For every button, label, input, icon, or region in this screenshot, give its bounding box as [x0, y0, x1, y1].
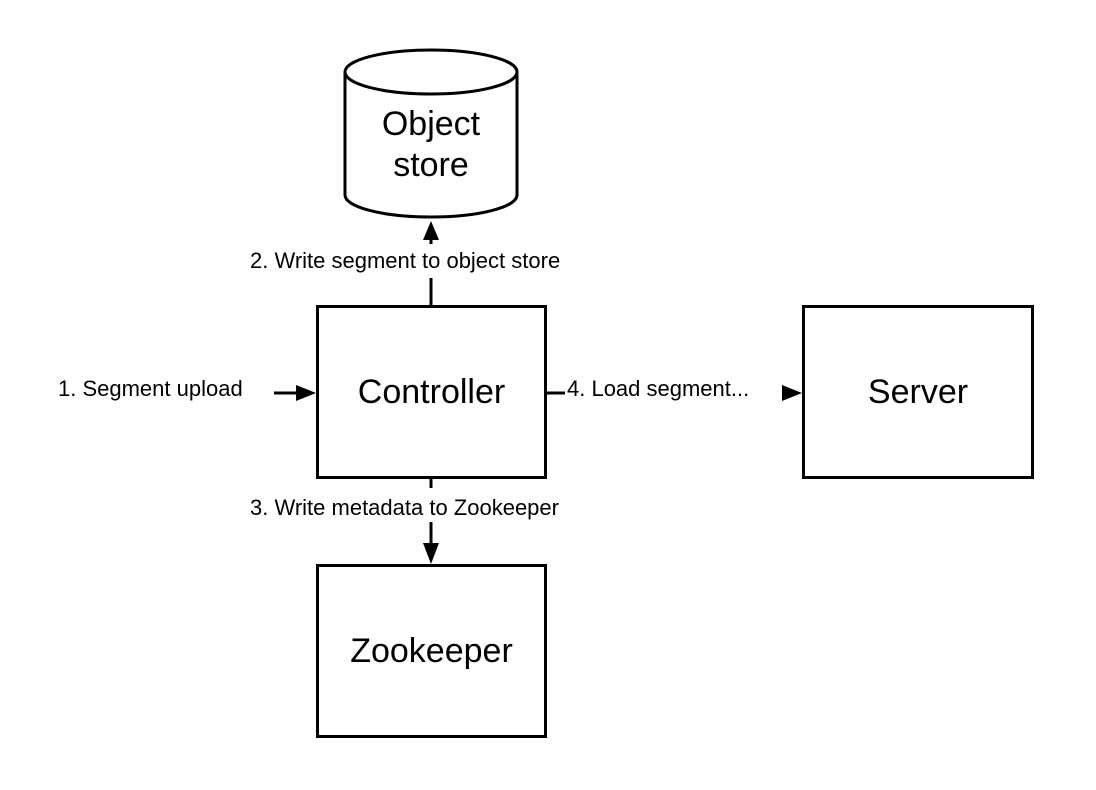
object-store-cylinder — [343, 48, 519, 219]
edge-load-segment-arrowhead — [782, 385, 802, 401]
node-object-store-label: Object store — [381, 105, 481, 184]
edge-write-zookeeper-arrowhead — [423, 543, 439, 564]
node-controller-label: Controller — [357, 372, 506, 411]
node-controller: Controller — [316, 305, 547, 479]
edge-segment-upload-arrowhead — [296, 385, 316, 401]
edge-label-write-zookeeper: 3. Write metadata to Zookeeper — [250, 495, 559, 521]
edge-label-write-object-store: 2. Write segment to object store — [250, 248, 561, 274]
edge-label-segment-upload: 1. Segment upload — [58, 376, 243, 402]
node-zookeeper-label: Zookeeper — [350, 631, 513, 670]
edge-write-object-store-arrowhead — [423, 221, 439, 240]
edge-label-load-segment: 4. Load segment... — [567, 376, 750, 401]
node-server: Server — [802, 305, 1034, 479]
node-server-label: Server — [867, 372, 969, 411]
node-zookeeper: Zookeeper — [316, 564, 547, 738]
